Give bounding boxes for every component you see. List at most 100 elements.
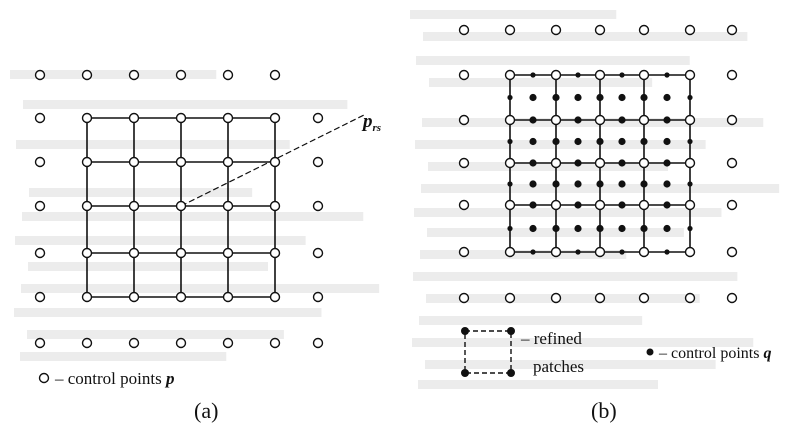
control-point-p [269, 156, 281, 168]
control-point-q [507, 181, 513, 187]
scan-text-bar [419, 316, 643, 325]
control-point-p [550, 292, 562, 304]
scan-text-bar [416, 56, 690, 65]
control-point-q [687, 181, 693, 187]
control-point-p [550, 24, 562, 36]
control-point-p [222, 291, 234, 303]
control-point-p [726, 246, 738, 258]
panel-b-control-points [458, 24, 738, 304]
control-point-q [663, 137, 671, 146]
control-point-p [638, 114, 650, 126]
control-point-p [175, 247, 187, 259]
scan-text-bar [28, 262, 268, 271]
control-point-q [507, 138, 513, 145]
control-point-q [618, 224, 626, 233]
control-point-q [663, 180, 671, 188]
control-point-q [687, 225, 693, 232]
control-point-p [594, 24, 606, 36]
control-point-q [529, 159, 537, 167]
control-point-p [458, 246, 470, 258]
scan-text-bar [425, 360, 716, 369]
control-point-p [504, 292, 516, 304]
scan-text-bar [420, 250, 627, 259]
control-point-q [529, 137, 537, 146]
control-point-q [619, 72, 625, 78]
control-point-q [640, 137, 648, 146]
control-point-q [663, 159, 671, 167]
control-point-p [128, 156, 140, 168]
control-point-q [640, 224, 648, 233]
scan-text-bar [426, 294, 700, 303]
control-point-p [458, 24, 470, 36]
control-point-p [175, 291, 187, 303]
control-point-q [618, 159, 626, 167]
scanned-background-a [10, 70, 380, 361]
control-point-p [684, 157, 696, 169]
control-point-p [34, 156, 46, 168]
control-point-p [175, 156, 187, 168]
control-point-p [81, 337, 93, 349]
control-point-p [684, 24, 696, 36]
control-point-p [504, 246, 516, 258]
control-point-q [596, 180, 604, 188]
control-point-q [530, 72, 536, 78]
control-point-p [269, 337, 281, 349]
control-point-p [550, 114, 562, 126]
control-point-p [638, 24, 650, 36]
scan-text-bar [22, 212, 364, 221]
control-point-p [504, 114, 516, 126]
legend-b-symbol: q [763, 345, 771, 362]
control-point-q [687, 94, 693, 101]
control-point-p [312, 291, 324, 303]
legend-a-text: – control points p [54, 369, 174, 388]
scan-text-bar [412, 338, 754, 347]
control-point-q [619, 249, 625, 255]
control-point-p [128, 337, 140, 349]
control-point-q [529, 224, 537, 233]
control-point-p [504, 157, 516, 169]
control-point-q [574, 137, 582, 146]
control-point-p [175, 69, 187, 81]
control-point-p [458, 292, 470, 304]
control-point-p [726, 24, 738, 36]
control-point-p [638, 157, 650, 169]
control-point-p [684, 246, 696, 258]
control-point-p [504, 199, 516, 211]
control-point-p [222, 112, 234, 124]
control-point-q [618, 116, 626, 124]
scan-text-bar [15, 236, 306, 245]
scan-text-bar [14, 308, 322, 317]
control-point-q [529, 201, 537, 209]
control-point-p [222, 200, 234, 212]
control-point-q [596, 137, 604, 146]
control-point-q [663, 93, 671, 102]
control-point-p [81, 247, 93, 259]
control-point-q [664, 72, 670, 78]
scan-text-bar [414, 208, 722, 217]
control-point-p [638, 292, 650, 304]
control-point-p [128, 291, 140, 303]
control-point-p [222, 337, 234, 349]
control-point-p [726, 69, 738, 81]
control-point-q [618, 180, 626, 188]
control-point-q [640, 180, 648, 188]
control-point-q [552, 93, 560, 102]
prs-label-main: p [361, 111, 373, 132]
scan-text-bar [423, 32, 748, 41]
control-point-p [175, 337, 187, 349]
control-point-p [222, 69, 234, 81]
control-point-p [175, 200, 187, 212]
patch-corner-tl [461, 327, 469, 335]
control-point-p [128, 69, 140, 81]
control-point-p [504, 24, 516, 36]
control-point-p [458, 157, 470, 169]
control-point-p [81, 291, 93, 303]
panel-a-diagram: prs – control points p [34, 69, 381, 388]
scan-text-bar [21, 284, 380, 293]
control-point-p [312, 200, 324, 212]
control-point-p [128, 247, 140, 259]
scan-text-bar [23, 100, 348, 109]
scan-text-bar [410, 10, 617, 19]
scan-text-bar [20, 352, 227, 361]
control-point-p [81, 69, 93, 81]
